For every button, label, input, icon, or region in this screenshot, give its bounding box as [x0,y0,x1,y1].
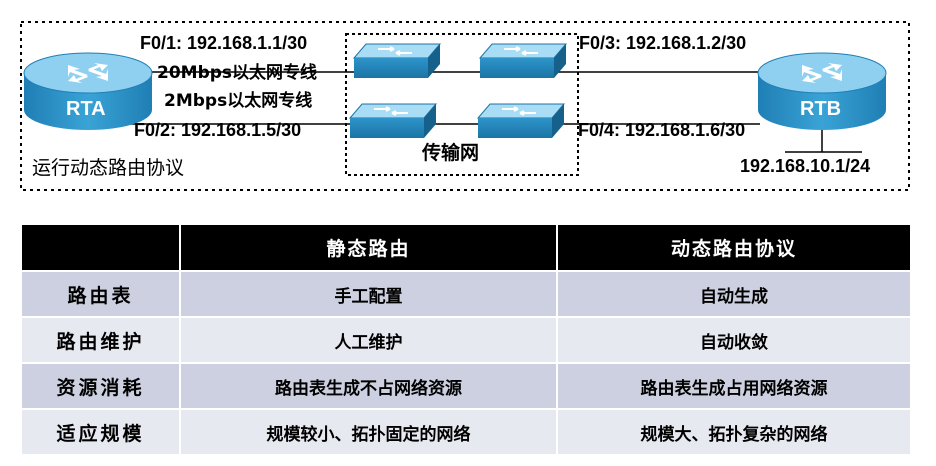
table-cell: 规模较小、拓扑固定的网络 [179,408,557,454]
topology-drawing [20,21,910,191]
row-label: 路由表 [22,270,180,317]
rtb-f03-label: F0/3: 192.168.1.2/30 [579,33,747,53]
router-icon [23,52,153,130]
transport-network-box [345,33,579,176]
table-cell: 人工维护 [179,316,557,363]
table-cell: 自动收敛 [556,316,910,363]
rtb-lan-label: 192.168.10.1/24 [740,156,871,176]
link2-label: 2Mbps以太网专线 [164,91,313,111]
row-label: 资源消耗 [22,362,180,409]
table-cell: 路由表生成不占网络资源 [179,362,557,409]
switch-icon [348,103,438,138]
header-cell [22,225,180,271]
table-row: 路由维护 人工维护 自动收敛 [22,316,910,363]
link1-label: 20Mbps以太网专线 [157,63,318,83]
router-icon [757,52,887,130]
comparison-table: 静态路由 动态路由协议 路由表 手工配置 自动生成 路由维护 人工维护 自动收敛… [22,225,910,454]
switch-icon [476,103,566,138]
table-cell: 手工配置 [179,270,557,317]
router-name-rta: RTA [66,98,106,120]
table-header-row: 静态路由 动态路由协议 [22,225,910,271]
table-cell: 自动生成 [556,270,910,317]
row-label: 路由维护 [22,316,180,363]
protocol-note: 运行动态路由协议 [32,157,185,179]
table-row: 资源消耗 路由表生成不占网络资源 路由表生成占用网络资源 [22,362,910,409]
rtb-f04-label: F0/4: 192.168.1.6/30 [578,120,746,140]
table-cell: 路由表生成占用网络资源 [556,362,910,409]
table-row: 路由表 手工配置 自动生成 [22,270,910,317]
switch-icon [352,43,442,78]
table-cell: 规模大、拓扑复杂的网络 [556,408,910,454]
area-frame [20,21,910,191]
row-label: 适应规模 [22,408,180,454]
transport-network-label: 传输网 [422,142,480,164]
network-diagram: RTA RTB F0/1: 192.168.1.1/30 20Mbps以太网专线… [0,0,936,200]
rta-f02-label: F0/2: 192.168.1.5/30 [134,120,302,140]
router-name-rtb: RTB [800,98,842,120]
header-cell: 静态路由 [179,225,557,271]
rta-f01-label: F0/1: 192.168.1.1/30 [140,33,308,53]
table-row: 适应规模 规模较小、拓扑固定的网络 规模大、拓扑复杂的网络 [22,408,910,454]
header-cell: 动态路由协议 [556,225,910,271]
switch-icon [478,43,568,78]
